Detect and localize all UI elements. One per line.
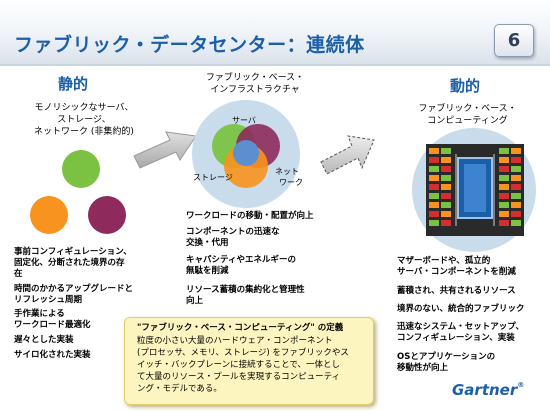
dynamic-label-2: コンピューティング bbox=[427, 116, 508, 126]
definition-body: 粒度の小さい大量のハードウェア・コンポーネント (プロセッサ、メモリ、ストレージ… bbox=[137, 335, 369, 395]
middle-bullet-4: キャパシティやエネルギーの bbox=[186, 255, 296, 265]
static-label-3: ネットワーク (非集約的) bbox=[34, 127, 134, 137]
venn-label-network-1: ネット bbox=[275, 167, 299, 176]
definition-line-2: (プロセッサ、メモリ、ストレージ) をファブリックやス bbox=[137, 348, 349, 358]
static-bullet-2: 固定化、分断された境界の存 bbox=[14, 258, 125, 268]
slide-title: ファブリック・データセンター：連続体 bbox=[14, 34, 365, 56]
green-circle-static bbox=[62, 150, 100, 188]
venn-diagram bbox=[212, 124, 280, 188]
middle-bullet-3: 交換・代用 bbox=[186, 238, 229, 248]
static-bullet-4: 時間のかかるアップグレードと bbox=[14, 284, 134, 294]
middle-bullet-2: コンポーネントの迅速な bbox=[186, 227, 280, 237]
venn-label-storage: ストレージ bbox=[193, 173, 233, 182]
static-label-1: モノリシックなサーバ、 bbox=[34, 103, 134, 113]
definition-line-1: 粒度の小さい大量のハードウェア・コンポーネント bbox=[137, 336, 333, 346]
dynamic-bullet-7: OSとアプリケーションの bbox=[397, 352, 496, 362]
middle-bullet-7: 向上 bbox=[186, 296, 204, 306]
gartner-logo: Gartner® bbox=[452, 381, 524, 399]
dynamic-heading: 動的 bbox=[450, 77, 481, 95]
dynamic-bullet-3: 蓄積され、共有されるリソース bbox=[397, 286, 516, 296]
venn-label-server: サーバ bbox=[232, 116, 256, 125]
dashed-arrow-right-icon bbox=[320, 135, 375, 175]
fabric-computing-board-icon bbox=[426, 144, 524, 236]
middle-label-2: インフラストラクチャ bbox=[210, 85, 300, 95]
venn-label-network-2: ワーク bbox=[279, 178, 303, 187]
static-bullet-1: 事前コンフィギュレーション、 bbox=[14, 247, 132, 257]
middle-label-1: ファブリック・ベース・ bbox=[205, 73, 305, 83]
registered-mark: ® bbox=[517, 381, 525, 389]
static-bullet-9: サイロ化された実装 bbox=[14, 350, 91, 360]
definition-box: "ファブリック・ベース・コンピューティング" の定義 粒度の小さい大量のハードウ… bbox=[124, 317, 374, 405]
dynamic-bullet-2: サーバ・コンポーネントを削減 bbox=[397, 267, 516, 277]
static-bullet-7: ワークロード最適化 bbox=[14, 320, 91, 330]
purple-circle-static bbox=[88, 196, 126, 234]
dynamic-bullet-4: 境界のない、統合的ファブリック bbox=[397, 304, 525, 314]
static-bullet-8: 遅々とした実装 bbox=[14, 335, 74, 345]
definition-line-4: て大量のリソース・プールを実現するコンピューティ bbox=[137, 372, 341, 382]
page-number-badge: 6 bbox=[494, 24, 534, 57]
title-bar bbox=[0, 0, 550, 66]
static-label-2: ストレージ、 bbox=[57, 115, 111, 125]
definition-title: "ファブリック・ベース・コンピューティング" の定義 bbox=[137, 323, 344, 333]
dynamic-label-1: ファブリック・ベース・ bbox=[418, 104, 517, 114]
middle-bullet-6: リソース蓄積の集約化と管理性 bbox=[186, 285, 305, 295]
static-heading: 静的 bbox=[58, 75, 89, 93]
arrow-right-icon bbox=[133, 131, 197, 169]
middle-bullet-5: 無駄を削減 bbox=[186, 266, 229, 276]
static-bullet-3: 在 bbox=[14, 269, 23, 279]
dynamic-bullet-5: 迅速なシステム・セットアップ、 bbox=[397, 322, 524, 332]
definition-line-5: ング・モデルである。 bbox=[137, 384, 222, 394]
orange-circle-static bbox=[30, 196, 68, 234]
gartner-logo-text: Gartner bbox=[452, 381, 518, 399]
dynamic-bullet-8: 移動性が向上 bbox=[397, 363, 449, 373]
definition-line-3: イッチ・バックプレーンに接続することで、一体とし bbox=[137, 360, 340, 370]
dynamic-bullet-6: コンフィギュレーション、実装 bbox=[397, 333, 515, 343]
dynamic-bullet-1: マザーボードや、孤立的 bbox=[397, 256, 491, 266]
static-bullet-5: リフレッシュ周期 bbox=[14, 295, 83, 305]
static-bullet-6: 手作業による bbox=[14, 309, 65, 319]
middle-bullet-1: ワークロードの移動・配置が向上 bbox=[186, 211, 314, 221]
